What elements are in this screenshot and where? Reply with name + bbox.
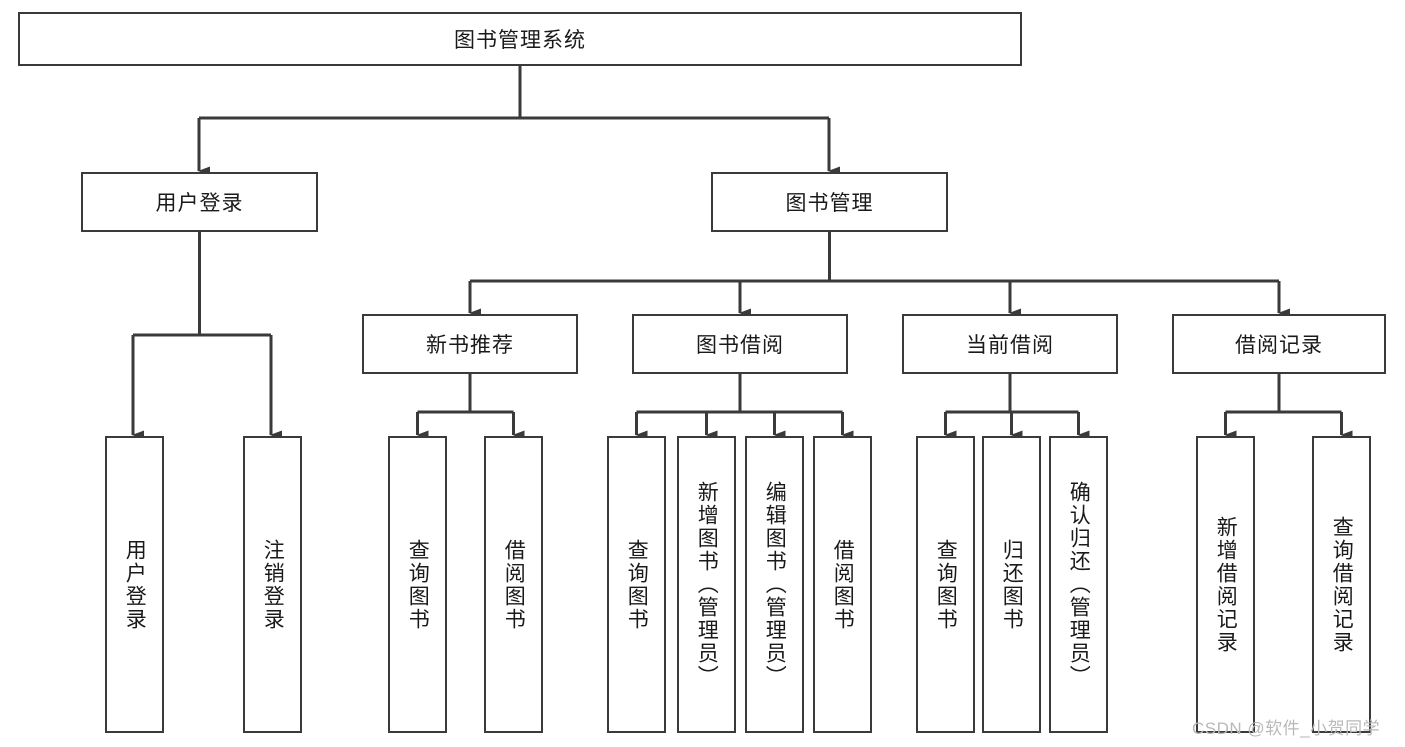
node-label: 用户登录: [123, 538, 147, 631]
level3-node-1[interactable]: 图书借阅: [632, 314, 848, 374]
node-label: 查询图书: [406, 538, 430, 631]
node-label: 注销登录: [261, 538, 285, 631]
leaf-node-6[interactable]: 编辑图书（管理员）: [745, 436, 804, 733]
leaf-node-2[interactable]: 查询图书: [388, 436, 447, 733]
node-label: 查询借阅记录: [1330, 515, 1354, 654]
node-label: 图书借阅: [696, 334, 784, 357]
level2-node-0[interactable]: 用户登录: [81, 172, 318, 232]
node-label: 归还图书: [1000, 538, 1024, 631]
node-label: 查询图书: [934, 538, 958, 631]
node-label: 查询图书: [625, 538, 649, 631]
leaf-node-12[interactable]: 查询借阅记录: [1312, 436, 1371, 733]
node-label: 新增图书（管理员）: [695, 481, 719, 688]
leaf-node-5[interactable]: 新增图书（管理员）: [677, 436, 736, 733]
node-label: 图书管理: [785, 192, 874, 215]
node-label: 当前借阅: [966, 334, 1054, 357]
node-label: 新增借阅记录: [1214, 515, 1238, 654]
leaf-node-8[interactable]: 查询图书: [916, 436, 975, 733]
leaf-node-9[interactable]: 归还图书: [982, 436, 1041, 733]
leaf-node-0[interactable]: 用户登录: [105, 436, 164, 733]
leaf-node-1[interactable]: 注销登录: [243, 436, 302, 733]
csdn-watermark: CSDN @软件_小贺同学: [1192, 719, 1381, 738]
leaf-node-10[interactable]: 确认归还（管理员）: [1049, 436, 1108, 733]
node-label: 图书管理系统: [454, 29, 586, 52]
node-label: 确认归还（管理员）: [1067, 481, 1091, 688]
level2-node-1[interactable]: 图书管理: [711, 172, 948, 232]
node-label: 用户登录: [155, 192, 244, 215]
level3-node-0[interactable]: 新书推荐: [362, 314, 578, 374]
node-label: 借阅记录: [1235, 334, 1323, 357]
node-label: 编辑图书（管理员）: [763, 481, 787, 688]
root-node-0[interactable]: 图书管理系统: [18, 12, 1022, 66]
node-label: 借阅图书: [831, 538, 855, 631]
leaf-node-3[interactable]: 借阅图书: [484, 436, 543, 733]
level3-node-3[interactable]: 借阅记录: [1172, 314, 1386, 374]
node-label: 借阅图书: [502, 538, 526, 631]
leaf-node-4[interactable]: 查询图书: [607, 436, 666, 733]
node-label: 新书推荐: [426, 334, 514, 357]
level3-node-2[interactable]: 当前借阅: [902, 314, 1118, 374]
leaf-node-7[interactable]: 借阅图书: [813, 436, 872, 733]
leaf-node-11[interactable]: 新增借阅记录: [1196, 436, 1255, 733]
